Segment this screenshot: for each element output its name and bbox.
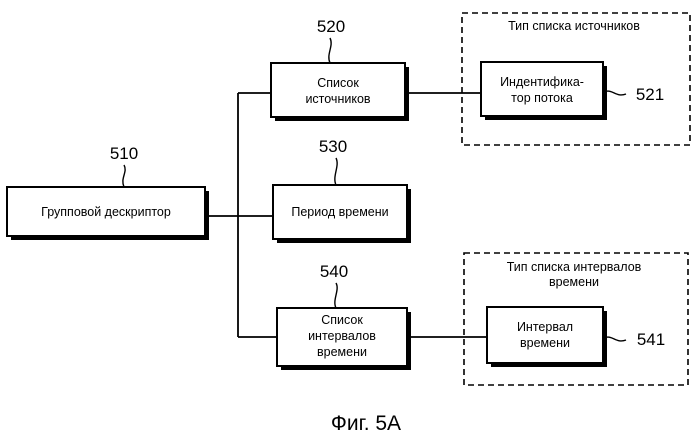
group-descriptor-label: Групповой дескриптор <box>41 205 171 219</box>
time-interval-label-line1: Интервал <box>517 320 573 334</box>
node-group-descriptor: Групповой дескриптор <box>7 187 209 240</box>
node-time-interval-list: Список интервалов времени <box>277 308 411 370</box>
source-list-label-line1: Список <box>317 76 359 90</box>
leader-510 <box>123 165 125 187</box>
node-time-interval: Интервал времени <box>487 307 607 367</box>
node-stream-identifier: Индентифика- тор потока <box>481 62 607 120</box>
stream-identifier-label-line2: тор потока <box>511 91 573 105</box>
node-time-period: Период времени <box>273 185 411 243</box>
ref-530: 530 <box>319 137 347 156</box>
ref-521: 521 <box>636 85 664 104</box>
time-interval-list-label-line2: интервалов <box>308 329 376 343</box>
leader-520 <box>329 38 331 63</box>
time-period-label: Период времени <box>291 205 388 219</box>
ref-510: 510 <box>110 144 138 163</box>
source-list-type-title: Тип списка источников <box>508 19 640 33</box>
stream-identifier-label-line1: Индентифика- <box>500 75 584 89</box>
time-interval-list-label-line1: Список <box>321 313 363 327</box>
source-list-label-line2: источников <box>305 92 370 106</box>
time-interval-label-line2: времени <box>520 336 570 350</box>
ref-520: 520 <box>317 17 345 36</box>
time-interval-list-type-title-line1: Тип списка интервалов <box>507 260 642 274</box>
ref-540: 540 <box>320 262 348 281</box>
node-source-list: Список источников <box>271 63 409 121</box>
ref-541: 541 <box>637 330 665 349</box>
figure-caption: Фиг. 5А <box>331 412 401 435</box>
time-interval-list-type-title-line2: времени <box>549 275 599 289</box>
leader-521 <box>604 91 626 95</box>
time-interval-list-label-line3: времени <box>317 345 367 359</box>
leader-540 <box>335 283 337 308</box>
leader-530 <box>335 158 337 185</box>
leader-541 <box>604 337 626 341</box>
